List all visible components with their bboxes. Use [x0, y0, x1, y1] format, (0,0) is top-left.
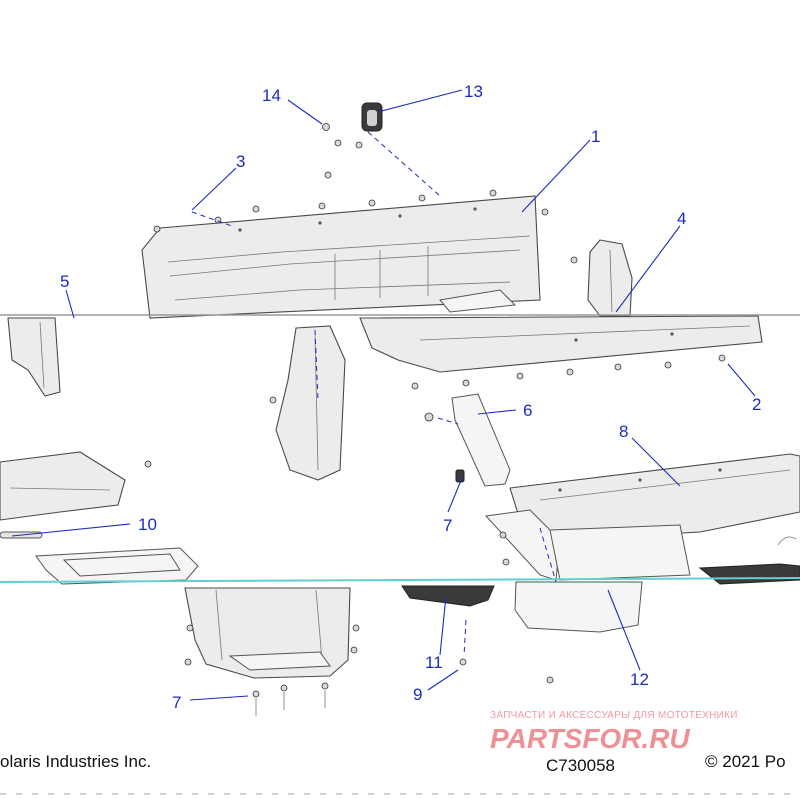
part-6-pad	[424, 393, 511, 487]
copyright-left: olaris Industries Inc.	[0, 752, 151, 771]
callout-3: 3	[236, 152, 245, 171]
callout-1: 1	[591, 127, 600, 146]
center-upright-trim	[269, 325, 346, 481]
callout-2: 2	[752, 395, 761, 414]
seam-lines	[0, 314, 800, 795]
part-14-nuts	[322, 123, 363, 179]
right-tray	[698, 536, 800, 585]
left-bracket-assembly	[0, 451, 199, 585]
part-8-rail	[484, 453, 800, 581]
watermark: ЗАПЧАСТИ И АКСЕССУАРЫ ДЛЯ МОТОТЕХНИКИ PA…	[490, 710, 738, 754]
callout-4: 4	[677, 209, 686, 228]
callout-14: 14	[262, 86, 281, 105]
part-5-left-panel	[7, 317, 61, 397]
footer: olaris Industries Inc. C730058 © 2021 Po	[0, 752, 786, 775]
part-1-rear-panel	[141, 195, 541, 319]
lower-housing	[184, 587, 360, 716]
long-side-cover	[359, 315, 763, 390]
watermark-tagline: ЗАПЧАСТИ И АКСЕССУАРЫ ДЛЯ МОТОТЕХНИКИ	[490, 710, 738, 721]
callout-5: 5	[60, 272, 69, 291]
callout-10: 10	[138, 515, 157, 534]
callout-7-upper: 7	[443, 516, 452, 535]
callout-9: 9	[413, 685, 422, 704]
callout-11: 11	[425, 653, 443, 672]
drawing-number: C730058	[546, 756, 615, 775]
copyright-right: © 2021 Po	[705, 752, 786, 771]
callout-13: 13	[464, 82, 483, 101]
part-4-side-panel	[570, 239, 633, 317]
callout-8: 8	[619, 422, 628, 441]
callouts: 14 13 1 3 4 5 2 6 8 7 10 11 12 9 7	[60, 82, 761, 712]
part-13-latch	[361, 102, 383, 132]
part-11-tray	[401, 585, 495, 666]
callout-7-lower: 7	[172, 693, 181, 712]
callout-12: 12	[630, 670, 649, 689]
callout-6: 6	[523, 401, 532, 420]
leader-lines	[11, 89, 756, 701]
watermark-brand: PARTSFOR.RU	[490, 723, 690, 754]
